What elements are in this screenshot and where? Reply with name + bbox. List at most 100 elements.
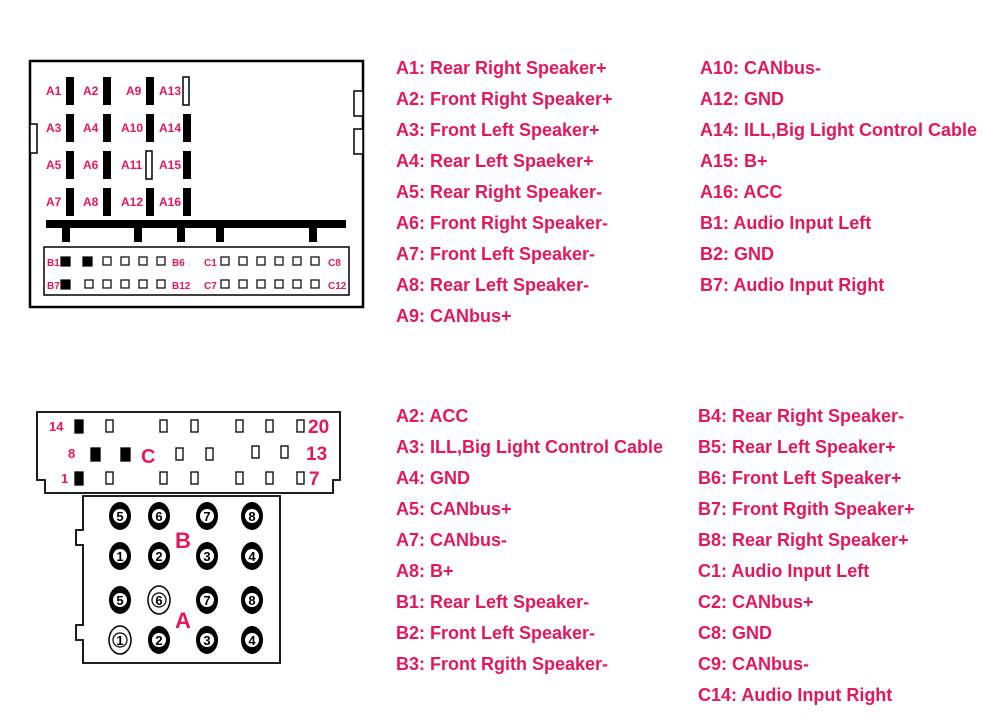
pin-label: A15 [159,158,181,172]
pin-a7 [66,188,74,216]
legend-entry: B2: Front Left Speaker- [396,623,596,643]
b-block-pins: 5 6 7 8 1 2 3 4 [109,502,263,570]
legend-entry: A2: ACC [396,406,469,426]
legend-entry: A4: Rear Left Spaeker+ [396,151,594,171]
pin-a14 [183,114,191,142]
pin-label: A7 [46,195,62,209]
pin-number: 4 [248,549,256,564]
legend-entry: A4: GND [396,468,471,488]
legend-entry: B3: Front Rgith Speaker- [396,654,609,674]
pin-label: C8 [328,258,341,269]
legend-bottom-left: A2: ACC A3: ILL,Big Light Control Cable … [396,406,663,685]
bc-block-pins [60,256,320,290]
legend-entry: C1: Audio Input Left [698,561,870,581]
pin-label: A2 [83,84,99,98]
pin-label: A3 [46,121,62,135]
pin-a8 [103,188,111,216]
pin-label: C12 [328,281,347,292]
pin-number: 7 [203,509,210,524]
a-block-labels: A1 A2 A9 A13 A3 A4 A10 A14 A5 A6 A11 A15… [46,84,181,209]
pin-number: 6 [155,593,162,608]
pin-a5 [66,151,74,179]
pin-number: 2 [155,633,162,648]
pin-a11 [145,150,153,180]
pin-number: 5 [116,509,123,524]
pin-label: A5 [46,158,62,172]
pin-label: B12 [172,281,191,292]
ab-block-housing [75,495,281,664]
legend-entry: B5: Rear Left Speaker+ [698,437,896,457]
legend-entry: A1: Rear Right Speaker+ [396,58,607,78]
legend-entry: B1: Rear Left Speaker- [396,592,590,612]
legend-entry: C8: GND [698,623,773,643]
pin-label: A4 [83,121,99,135]
legend-entry: A6: Front Right Speaker- [396,213,609,233]
pin-label: A10 [121,121,143,135]
pin-a6 [103,151,111,179]
pin-label: A9 [126,84,142,98]
pin-number: 8 [248,509,255,524]
bc-block-labels: B1 B6 C1 C8 B7 B12 C7 C12 [47,258,347,292]
legend-entry: A12: GND [700,89,785,109]
legend-top-left: A1: Rear Right Speaker+ A2: Front Right … [396,58,613,337]
legend-entry: B8: Rear Right Speaker+ [698,530,909,550]
quadlock-connector [28,59,365,309]
legend-entry: B2: GND [700,244,775,264]
legend-entry: B4: Rear Right Speaker- [698,406,905,426]
block-label-a: A [175,608,191,633]
legend-entry: A14: ILL,Big Light Control Cable [700,120,977,140]
pin-label: A1 [46,84,62,98]
pin-a1 [66,77,74,105]
legend-top-right: A10: CANbus- A12: GND A14: ILL,Big Light… [700,58,977,306]
pin-a4 [103,114,111,142]
legend-entry: A8: Rear Left Speaker- [396,275,590,295]
legend-entry: B1: Audio Input Left [700,213,872,233]
row-label: 14 [49,419,64,434]
pin-label: A12 [121,195,143,209]
pin-a3 [66,114,74,142]
row-label: 1 [61,471,68,486]
pin-a12 [146,188,154,216]
legend-entry: A5: Rear Right Speaker- [396,182,603,202]
legend-entry: B6: Front Left Speaker+ [698,468,902,488]
row-label: 13 [306,444,327,465]
pin-label: A16 [159,195,181,209]
pin-number: 8 [248,593,255,608]
legend-entry: C2: CANbus+ [698,592,814,612]
legend-entry: A15: B+ [700,151,768,171]
pin-label: B6 [172,258,185,269]
pin-label: A11 [121,158,143,172]
pin-number: 1 [116,633,123,648]
pin-number: 5 [116,593,123,608]
pin-label: A14 [159,121,181,135]
pin-number: 2 [155,549,162,564]
legend-entry: A2: Front Right Speaker+ [396,89,613,109]
legend-entry: A16: ACC [700,182,783,202]
a-block-pins [66,76,191,216]
pin-number: 1 [116,549,123,564]
pin-a16 [183,188,191,216]
legend-entry: A3: Front Left Speaker+ [396,120,600,140]
legend-entry: A3: ILL,Big Light Control Cable [396,437,663,457]
c-block-labels: 14 20 8 C 13 1 7 [49,417,329,490]
legend-entry: A5: CANbus+ [396,499,512,519]
pin-a13 [182,76,190,106]
block-label-b: B [175,528,191,553]
a-block-round-pins: 5 6 7 8 1 2 3 4 [108,585,263,655]
pin-label: A8 [83,195,99,209]
legend-entry: C9: CANbus- [698,654,809,674]
c-block-pins [74,419,305,486]
pin-label: C1 [204,258,217,269]
legend-entry: A7: CANbus- [396,530,507,550]
legend-entry: A9: CANbus+ [396,306,512,326]
pin-label: A6 [83,158,99,172]
pin-label: A13 [159,84,181,98]
legend-entry: C14: Audio Input Right [698,685,893,705]
legend-entry: B7: Front Rgith Speaker+ [698,499,915,519]
legend-entry: A10: CANbus- [700,58,822,78]
pin-label: B7 [47,281,60,292]
pin-a9 [146,77,154,105]
pin-label: B1 [47,258,60,269]
pin-number: 3 [203,549,210,564]
